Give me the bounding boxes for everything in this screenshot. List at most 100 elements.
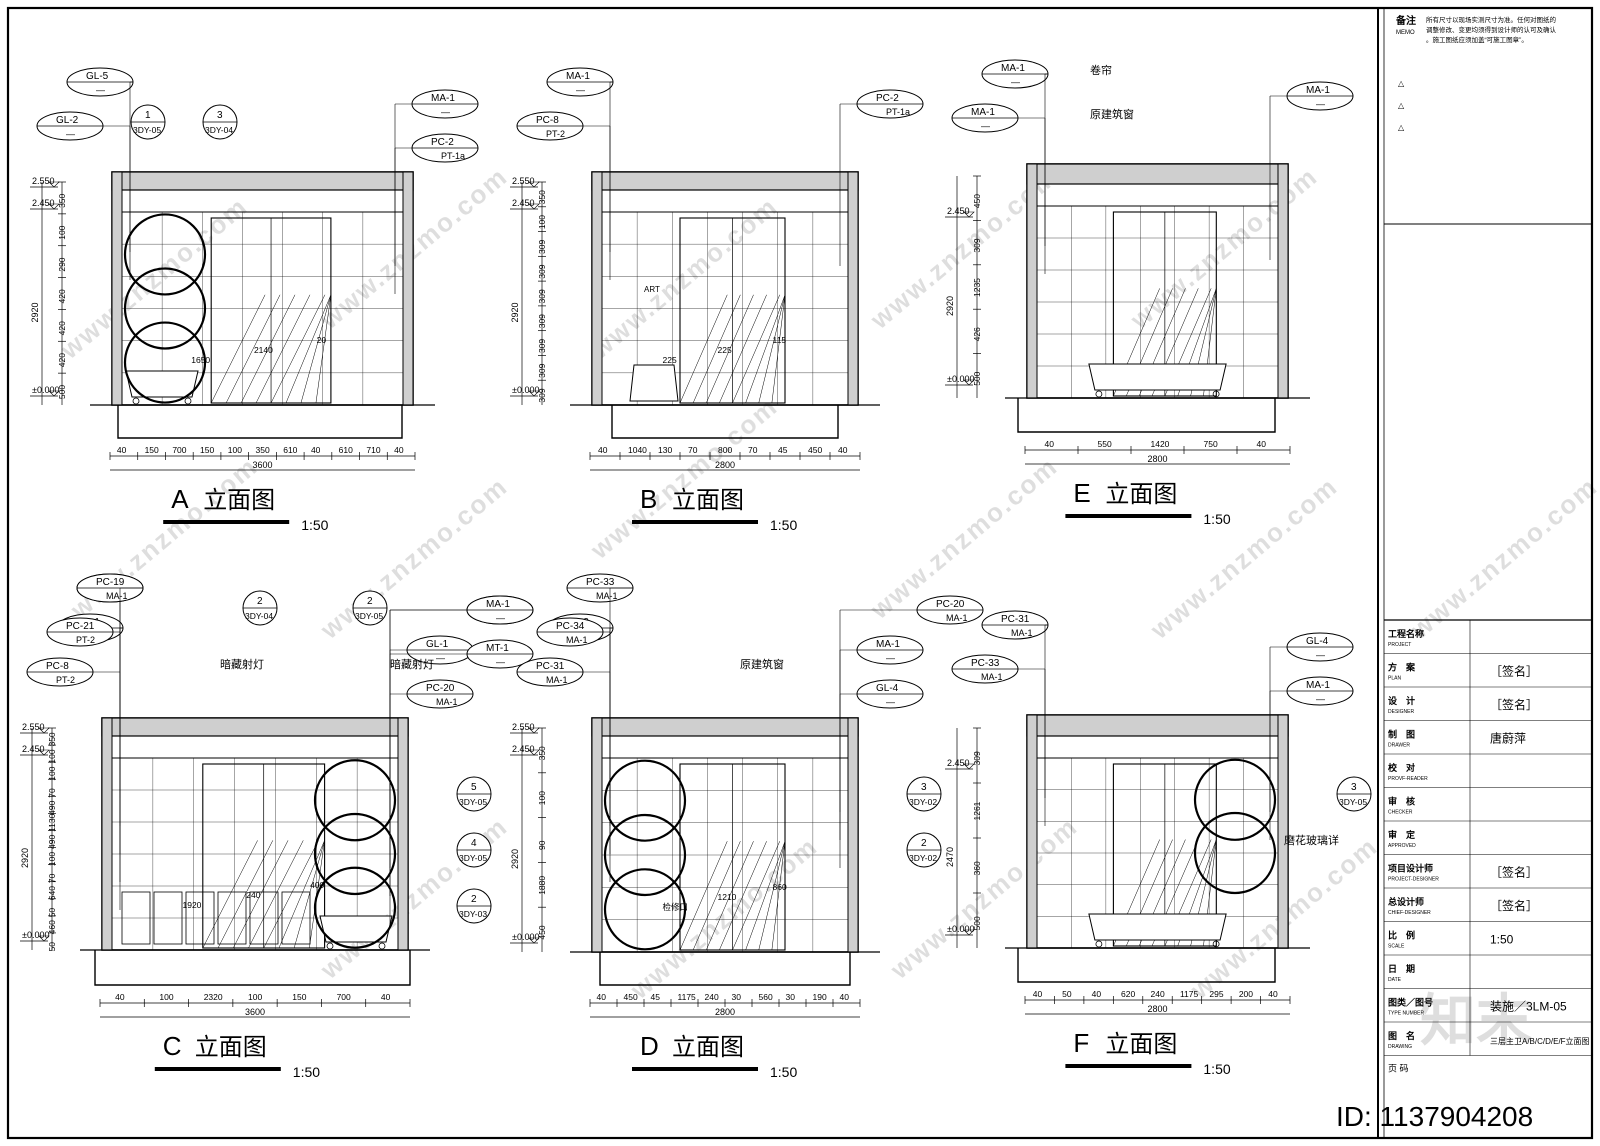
glass-hatch xyxy=(270,294,326,404)
dim-width-label: 1420 xyxy=(1151,439,1170,449)
detail-callout-circle xyxy=(603,759,687,842)
dim-width-label: 610 xyxy=(283,445,297,455)
dim-width-label: 45 xyxy=(778,445,788,455)
dim-height-label: 309 xyxy=(972,238,982,252)
dim-height-label: 309 xyxy=(537,339,547,353)
dim-width-label: 40 xyxy=(311,445,321,455)
dim-height-label: 70 xyxy=(47,873,57,883)
elevation-title: 立面图 xyxy=(672,487,744,514)
bubble-sheet: 3DY-05 xyxy=(459,797,487,807)
title-block: 备注MEMO所有尺寸以现场实测尺寸为准。任何对图纸的调整修改、变更均须得到设计师… xyxy=(1336,14,1592,1132)
tub-foot xyxy=(132,397,140,405)
inner-dim-label: 检修口 xyxy=(663,902,689,912)
title-block-row-label-en: CHECKER xyxy=(1388,810,1413,816)
watermark-text: www.znzmo.com xyxy=(1124,161,1324,335)
tag-code: GL-4 xyxy=(1306,636,1329,647)
level-mark: 2.450 xyxy=(512,744,535,754)
tag-code: MA-1 xyxy=(486,599,510,610)
left-wall xyxy=(591,171,603,406)
dim-height-label: 500 xyxy=(57,385,67,399)
dim-width-label: 700 xyxy=(172,445,186,455)
dim-width-label: 100 xyxy=(248,992,262,1002)
elevation-scale: 1:50 xyxy=(301,517,328,533)
level-triangle xyxy=(38,935,50,942)
title-block-row-label: 校 对 xyxy=(1388,762,1415,773)
dim-width-label: 100 xyxy=(228,445,242,455)
dim-height-label: 420 xyxy=(57,321,67,335)
material-tag: MA-1— xyxy=(951,103,1046,274)
right-wall xyxy=(847,717,859,953)
dim-height-label: 450 xyxy=(537,925,547,939)
bubble-number: 2 xyxy=(367,596,373,607)
elevation-title: 立面图 xyxy=(203,487,275,514)
level-triangle xyxy=(963,211,975,218)
level-mark: 2.450 xyxy=(947,206,970,216)
dim-width-label: 40 xyxy=(1092,989,1102,999)
tag-code: PC-31 xyxy=(1001,614,1030,625)
annotation-note: 暗藏射灯 xyxy=(390,657,434,671)
dim-width-label: 40 xyxy=(1045,439,1055,449)
elevation-title: 立面图 xyxy=(195,1034,267,1061)
title-underline xyxy=(632,520,758,524)
material-tag: MA-1— xyxy=(1269,81,1354,260)
dim-height-label: 309 xyxy=(537,264,547,278)
annotation-note: 磨花玻璃详 xyxy=(1284,833,1339,847)
elevation-c: 3501001007049011304901007064050460502920… xyxy=(20,573,534,1080)
tag-code: MA-1 xyxy=(431,93,455,104)
title-block-row-label-en: PROVF-READER xyxy=(1388,776,1428,782)
dim-height-label: 1235 xyxy=(972,278,982,297)
dim-height-label: 1880 xyxy=(537,876,547,895)
title-block-row-label-en: DESIGNER xyxy=(1388,709,1415,715)
title-block-row-label: 工程名称 xyxy=(1388,628,1424,639)
tag-code: GL-5 xyxy=(86,71,109,82)
dim-height-label: 100 xyxy=(47,749,57,763)
level-mark: ±0.000 xyxy=(512,385,539,395)
level-mark: 2.550 xyxy=(22,722,45,732)
tub-foot xyxy=(1095,940,1103,948)
dim-height-label: 420 xyxy=(57,289,67,303)
level-triangle xyxy=(38,727,50,734)
material-tag: MA-1— xyxy=(981,59,1049,246)
dim-height-label: 450 xyxy=(972,194,982,208)
bubble-sheet: 3DY-02 xyxy=(909,797,937,807)
glass-hatch xyxy=(315,294,332,404)
level-triangle xyxy=(528,203,540,210)
level-mark: ±0.000 xyxy=(22,930,49,940)
tag-code: PC-33 xyxy=(971,658,1000,669)
title-block-row-label: 图 名 xyxy=(1388,1030,1415,1041)
glass-hatch xyxy=(732,294,780,404)
dim-width-label: 40 xyxy=(1257,439,1267,449)
title-block-row-value: 1:50 xyxy=(1490,933,1514,947)
left-wall xyxy=(1026,163,1038,399)
bubble-number: 3 xyxy=(217,110,223,121)
floor-pit xyxy=(599,952,851,986)
tag-sub: MA-1 xyxy=(946,613,968,623)
tag-sub: — xyxy=(981,121,990,131)
dim-total-height: 2920 xyxy=(20,848,30,868)
tag-code: PC-20 xyxy=(426,683,455,694)
dim-total-height: 2470 xyxy=(945,847,955,867)
vanity-door xyxy=(121,891,151,945)
dim-width-label: 1040 xyxy=(628,445,647,455)
sheet-border xyxy=(6,6,1594,1140)
title-block-row-label: 审 定 xyxy=(1388,829,1416,840)
floor-pit xyxy=(94,950,411,986)
elevation-letter: F xyxy=(1073,1028,1089,1058)
inner-dim-label: 1210 xyxy=(718,892,737,902)
title-block-row-label: 图类／图号 xyxy=(1388,997,1433,1008)
dim-total-width: 2800 xyxy=(1148,1004,1168,1014)
tag-code: PC-2 xyxy=(876,93,899,104)
room-outline xyxy=(591,171,859,406)
title-block-row-value: ［签名］ xyxy=(1490,898,1538,913)
elevation-title: 立面图 xyxy=(672,1034,744,1061)
tag-sub: — xyxy=(441,107,450,117)
dim-height-label: 490 xyxy=(47,835,57,849)
tag-sub: — xyxy=(496,657,505,667)
